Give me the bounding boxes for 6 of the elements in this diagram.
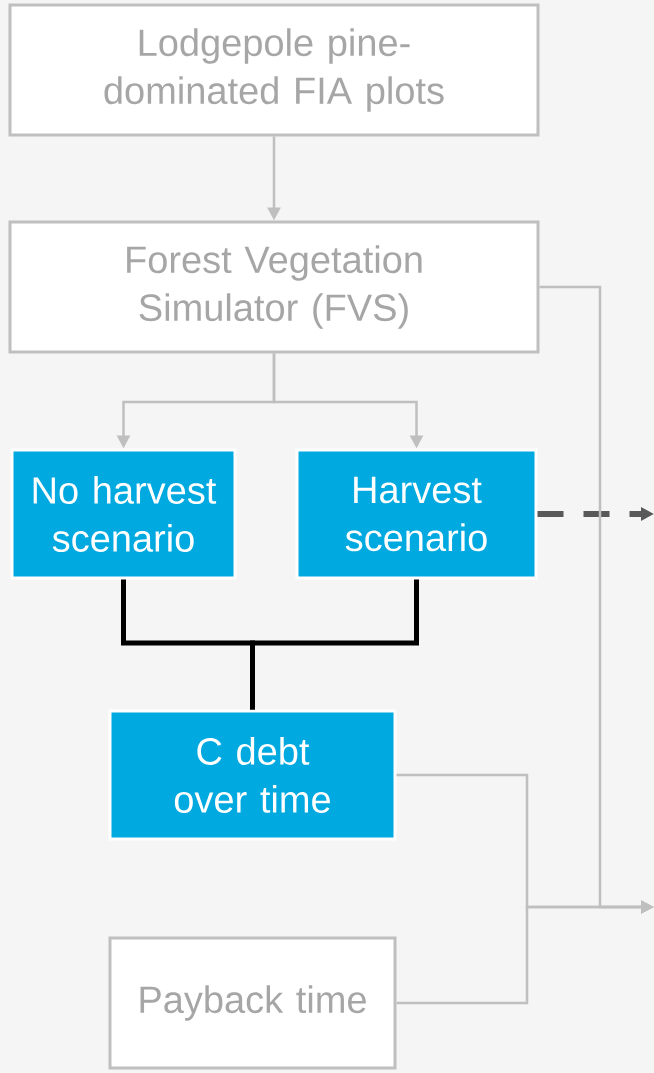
scenario-box: Harvest scenario	[295, 448, 538, 580]
process-box: Payback time	[108, 936, 397, 1070]
scenario-box: C debt over time	[108, 709, 397, 841]
scenario-box: No harvest scenario	[10, 448, 237, 580]
process-box: Lodgepole pine-dominated FIA plots	[8, 3, 540, 137]
process-box: Forest Vegetation Simulator (FVS)	[8, 220, 540, 354]
